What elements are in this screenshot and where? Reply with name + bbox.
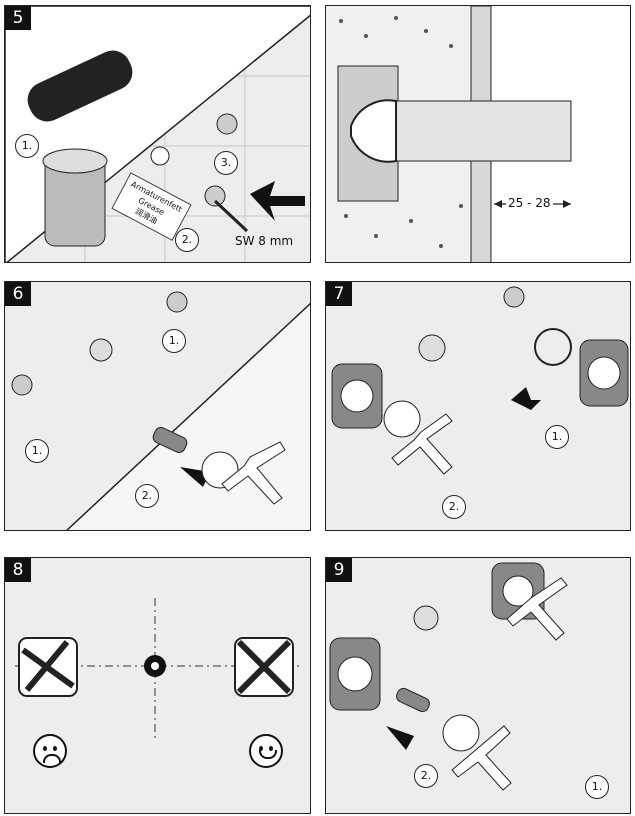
insert-arrow xyxy=(386,726,414,750)
panel-9-illustration xyxy=(329,562,568,791)
panel-step-8: 8 xyxy=(4,557,311,814)
panel-step-6: 6 1. 1. 2. xyxy=(4,281,311,531)
panel-number: 6 xyxy=(5,282,31,306)
panel-step-5: 5 1. 2. 3. Armaturenfett Grease 润滑油 SW 8… xyxy=(4,5,311,263)
step-1-marker-top: 1. xyxy=(162,329,186,353)
filter-cartridge xyxy=(27,50,133,122)
spindle-extension xyxy=(152,427,188,453)
cartridge xyxy=(418,334,446,362)
valve-stem xyxy=(395,100,572,162)
step-2-marker: 2. xyxy=(135,484,159,508)
step-1-marker: 1. xyxy=(585,775,609,799)
panel-6-illustration xyxy=(11,291,310,530)
cross-handle-top xyxy=(506,577,568,641)
panel-section-view: 25 - 28 xyxy=(325,5,631,263)
tool-size-label: SW 8 mm xyxy=(235,234,294,248)
happy-face-icon xyxy=(249,734,283,768)
panel-step-9: 9 1. 2. xyxy=(325,557,631,814)
step-1-marker: 1. xyxy=(545,425,569,449)
clip-ring xyxy=(534,328,572,366)
cartridge xyxy=(89,338,113,362)
step-2-marker: 2. xyxy=(175,228,199,252)
plug xyxy=(216,113,238,135)
spindle-extension xyxy=(396,687,430,713)
panel-number: 9 xyxy=(326,558,352,582)
panel-7-illustration xyxy=(331,286,629,475)
insert-arrow xyxy=(511,387,541,410)
step-1-marker-left: 1. xyxy=(25,439,49,463)
cross-handle xyxy=(391,413,453,475)
cross-handle xyxy=(451,725,512,791)
insert-arrow xyxy=(250,181,305,221)
step-2-marker: 2. xyxy=(442,495,466,519)
section-illustration xyxy=(326,6,572,262)
cross-handle xyxy=(221,441,286,505)
step-3-marker: 3. xyxy=(214,151,238,175)
handle-body xyxy=(383,400,421,438)
panel-number: 7 xyxy=(326,282,352,306)
panel-5-illustration xyxy=(5,6,310,262)
dimension-label: 25 - 28 xyxy=(506,196,553,210)
cartridge xyxy=(413,605,439,631)
panel-8-illustration xyxy=(15,598,302,738)
hex-key xyxy=(213,199,249,233)
plug xyxy=(503,286,525,308)
step-1-marker: 1. xyxy=(15,134,39,158)
plug-top xyxy=(166,291,188,313)
panel-number: 8 xyxy=(5,558,31,582)
panel-number: 5 xyxy=(5,6,31,30)
sad-face-icon xyxy=(33,734,67,768)
handle-body xyxy=(442,714,480,752)
step-2-marker: 2. xyxy=(414,764,438,788)
panel-step-7: 7 1. 2. xyxy=(325,281,631,531)
plug-left xyxy=(11,374,33,396)
